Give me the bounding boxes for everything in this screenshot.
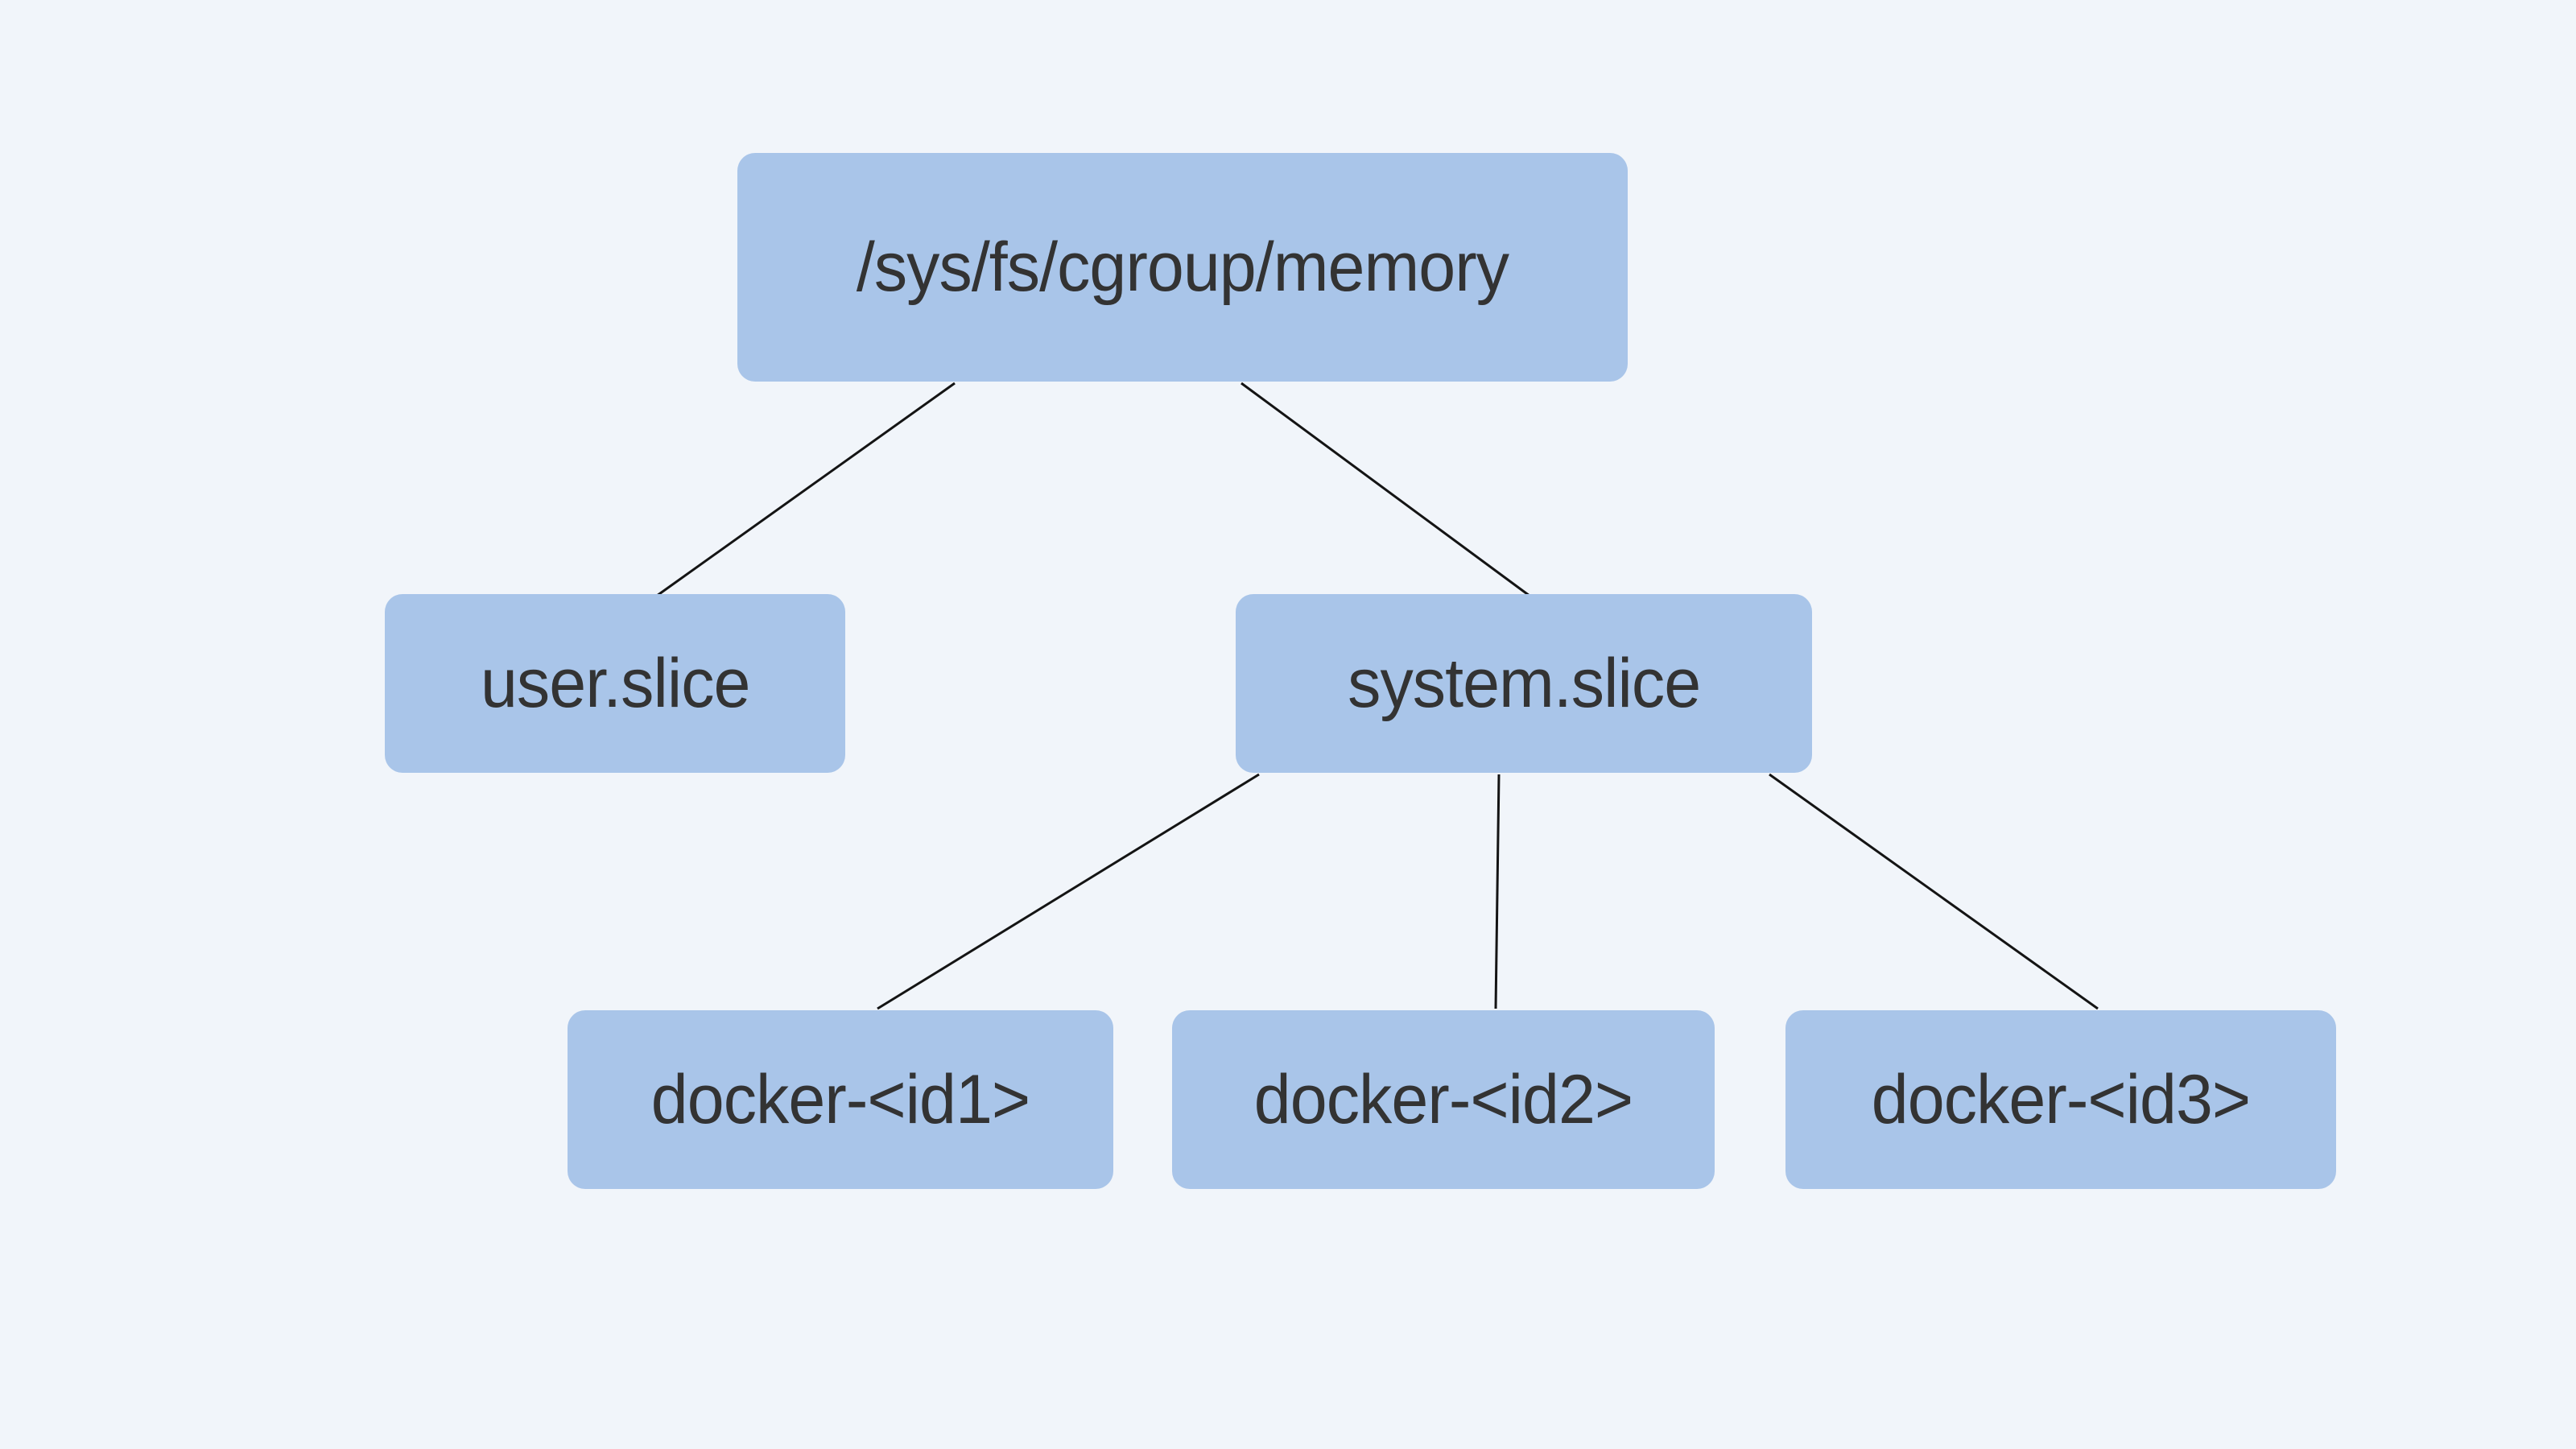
node-system-slice: system.slice (1236, 594, 1812, 773)
edge-system-slice-to-docker1 (877, 773, 1260, 1010)
node-label: docker-<id1> (650, 1060, 1030, 1138)
edge-root-to-user-slice (656, 382, 956, 597)
node-label: docker-<id2> (1253, 1060, 1633, 1138)
node-label: /sys/fs/cgroup/memory (856, 228, 1509, 306)
edge-root-to-system-slice (1241, 382, 1530, 597)
node-label: user.slice (480, 644, 751, 722)
node-root-cgroup-memory: /sys/fs/cgroup/memory (737, 153, 1628, 382)
node-user-slice: user.slice (385, 594, 845, 773)
node-label: system.slice (1347, 644, 1701, 722)
edge-system-slice-to-docker3 (1769, 773, 2099, 1010)
edge-system-slice-to-docker2 (1494, 774, 1501, 1009)
node-docker-id1: docker-<id1> (568, 1010, 1113, 1189)
node-label: docker-<id3> (1871, 1060, 2251, 1138)
node-docker-id2: docker-<id2> (1172, 1010, 1715, 1189)
node-docker-id3: docker-<id3> (1785, 1010, 2336, 1189)
